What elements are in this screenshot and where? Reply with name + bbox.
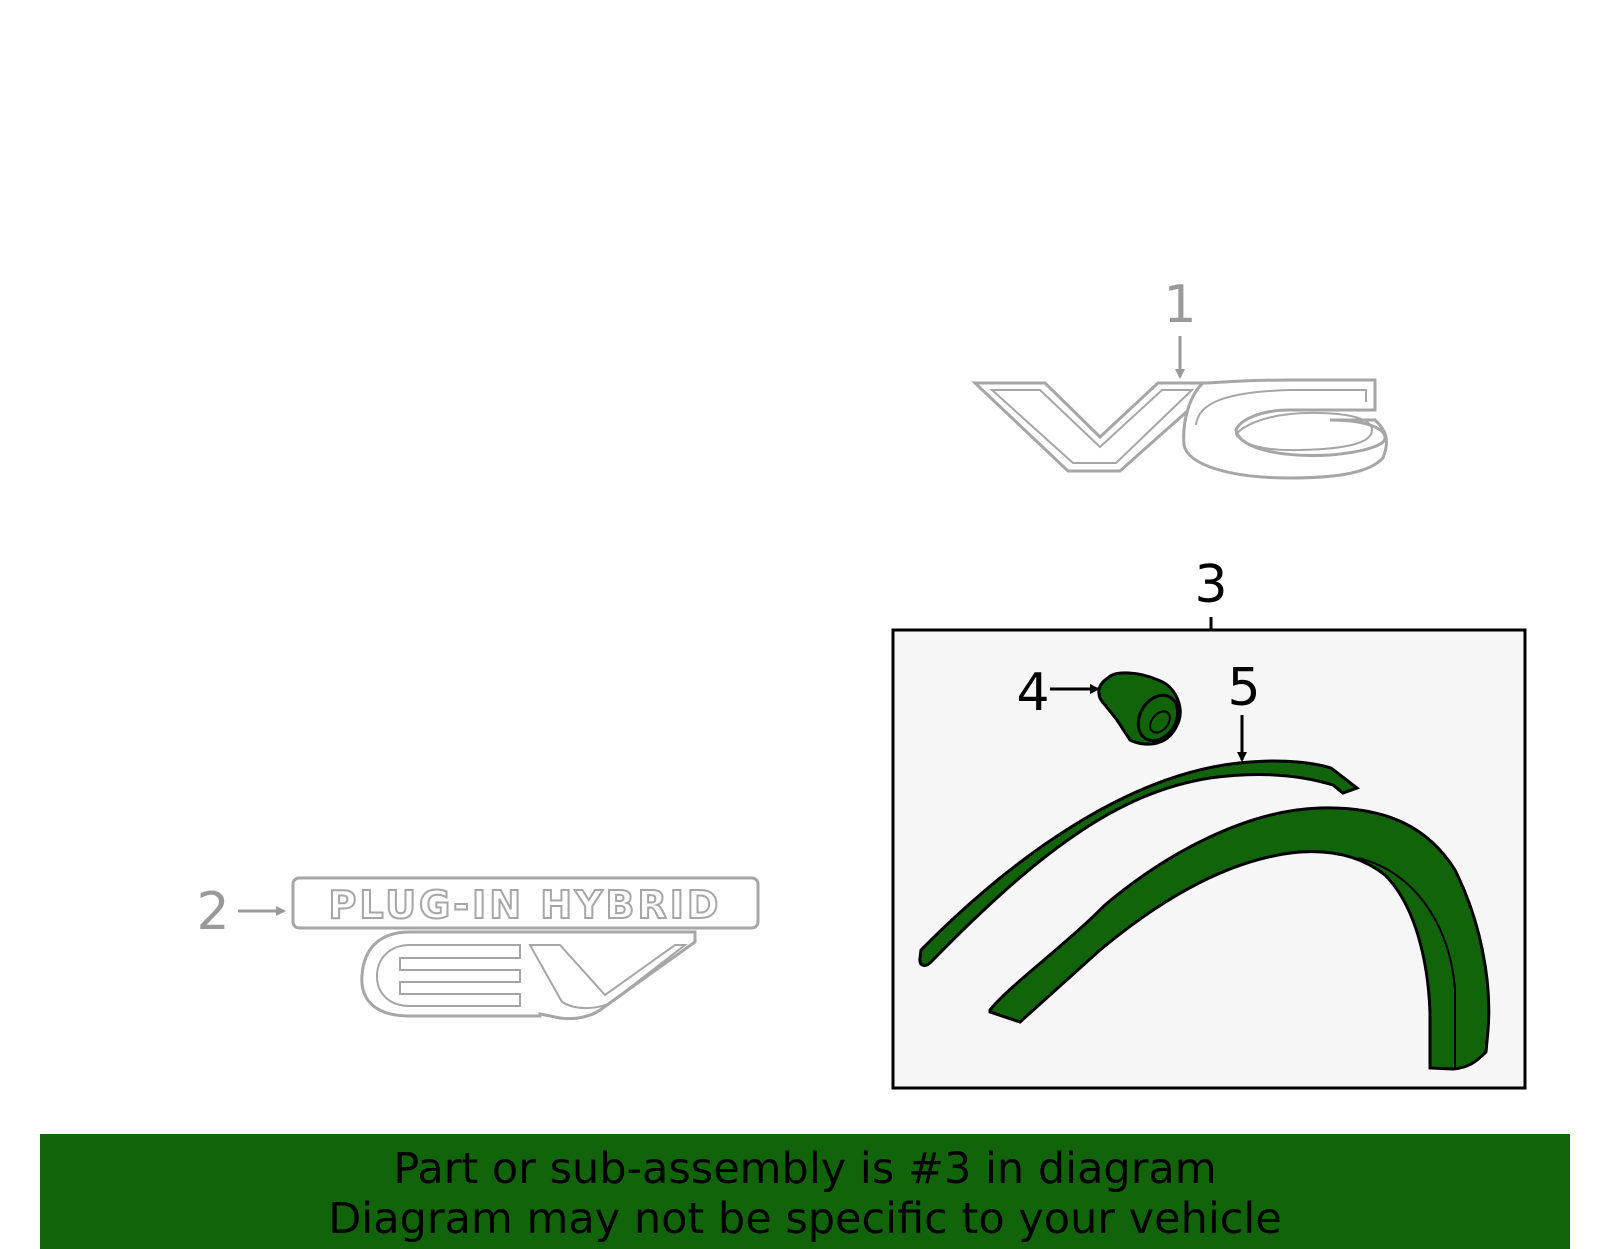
callout-5-label: 5	[1227, 658, 1260, 718]
v6-emblem[interactable]: V6	[971, 378, 1388, 480]
callout-1-label: 1	[1163, 275, 1196, 335]
v6-emblem-6-inner	[1234, 411, 1374, 452]
v6-emblem-v-inner	[989, 389, 1195, 464]
banner-line-1: Part or sub-assembly is #3 in diagram	[393, 1144, 1217, 1194]
molding-inner-edge	[1357, 857, 1456, 1068]
info-banner: Part or sub-assembly is #3 in diagram Di…	[40, 1134, 1570, 1249]
v6-emblem-6-outline	[1182, 378, 1388, 480]
banner-line-2: Diagram may not be specific to your vehi…	[328, 1194, 1282, 1244]
hybrid-emblem-v-inner	[528, 944, 688, 1010]
hybrid-emblem-plate	[291, 876, 760, 930]
hybrid-emblem-e-inner	[375, 944, 521, 1007]
v6-emblem-v-outline	[971, 381, 1213, 473]
wheel-arch-molding-part[interactable]	[918, 759, 1491, 1071]
callout-2-label: 2	[196, 882, 229, 942]
molding-main-arch	[988, 806, 1491, 1071]
callout-3-label: 3	[1194, 555, 1227, 615]
hybrid-emblem-text: PLUG-IN HYBRID	[329, 883, 722, 927]
plug-in-hybrid-ev-emblem[interactable]: PLUG-IN HYBRID	[291, 876, 760, 1021]
hybrid-emblem-ev-outline	[360, 930, 697, 1021]
molding-upper-strip	[918, 759, 1361, 967]
clip-hole	[1149, 710, 1171, 734]
callout-4-label: 4	[1016, 663, 1049, 723]
v6-emblem-6-inner-curve	[1195, 389, 1367, 426]
clip-part[interactable]	[1097, 671, 1186, 748]
